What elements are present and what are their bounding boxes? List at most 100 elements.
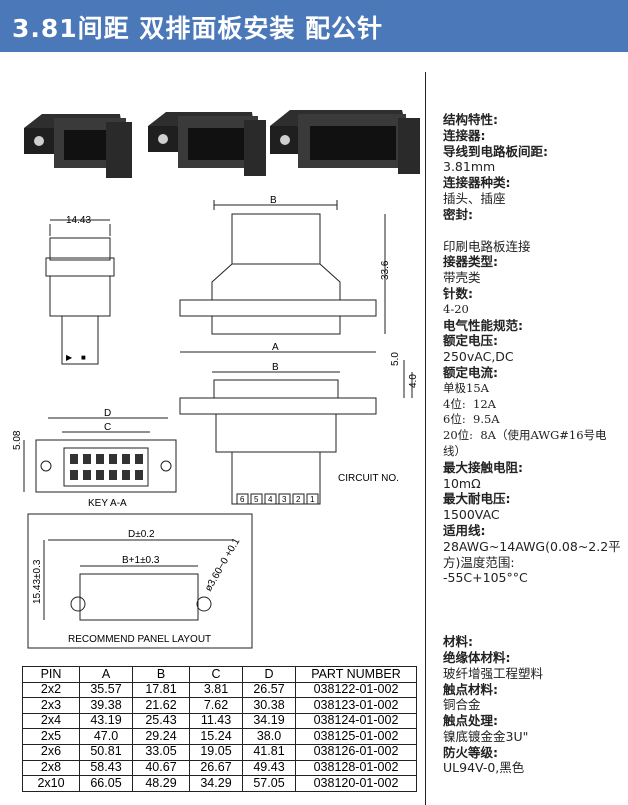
table-cell: 47.0 — [79, 728, 133, 745]
panel-dim-b: B+1±0.3 — [122, 555, 160, 566]
spec-spacer — [443, 602, 623, 618]
circuit-number: 5 — [254, 495, 259, 504]
table-header: C — [189, 666, 243, 683]
spec-heading: 额定电流: — [443, 364, 498, 380]
spec-heading: 触点材料: — [443, 681, 498, 697]
dim-5-08: 5.08 — [12, 430, 23, 450]
spec-value: 6位: 9.5A — [443, 412, 500, 427]
dim-c: C — [104, 422, 111, 433]
table-cell: 34.19 — [242, 712, 296, 730]
table-cell: 49.43 — [242, 759, 296, 777]
table-cell: 21.62 — [132, 697, 190, 714]
spec-heading: 防火等级: — [443, 744, 498, 760]
table-cell: 34.29 — [189, 775, 243, 792]
spec-value: 20位: 8A（使用AWG#16号电线） — [443, 428, 607, 458]
spec-value: 单极15A — [443, 380, 489, 395]
column-divider — [425, 72, 426, 805]
circuit-number: 2 — [296, 495, 301, 504]
table-cell: 41.81 — [242, 743, 296, 761]
circuit-number-boxes — [236, 493, 319, 505]
spec-heading: 结构特性: — [443, 112, 498, 127]
side-view — [45, 219, 115, 365]
table-cell: 038120-01-002 — [295, 775, 417, 792]
circuit-number: 1 — [310, 495, 315, 504]
dim-4-0: 4.0 — [408, 374, 419, 388]
table-cell: 3.81 — [189, 681, 243, 699]
table-cell: 2x2 — [22, 681, 80, 699]
spec-value: 印刷电路板连接 — [443, 238, 531, 254]
table-header: B — [132, 666, 190, 683]
circuit-number: 3 — [282, 495, 287, 504]
spec-value: 带壳类 — [443, 270, 481, 286]
connector-photo-medium — [148, 112, 266, 176]
spec-heading: 针数: — [443, 285, 473, 301]
panel-dim-d: D±0.2 — [128, 529, 155, 540]
table-cell: 66.05 — [79, 775, 133, 792]
panel-dim-hole: ø3.60−0 +0.1 — [203, 536, 242, 593]
circuit-label: CIRCUIT NO. — [338, 473, 399, 484]
table-cell: 43.19 — [79, 712, 133, 730]
table-header: PART NUMBER — [295, 666, 417, 683]
spec-value: 4位: 12A — [443, 396, 496, 411]
table-cell: 2x3 — [22, 697, 80, 714]
table-cell: 038123-01-002 — [295, 697, 417, 714]
table-cell: 2x8 — [22, 759, 80, 777]
spec-value: -55C+105°°C — [443, 570, 528, 586]
connector-photo-large — [270, 110, 420, 174]
table-cell: 11.43 — [189, 712, 243, 730]
table-cell: 57.05 — [242, 775, 296, 792]
spec-value: 插头、插座 — [443, 190, 506, 206]
table-cell: 35.57 — [79, 681, 133, 699]
front-view — [179, 200, 386, 335]
dim-5-0: 5.0 — [390, 352, 401, 366]
table-cell: 038122-01-002 — [295, 681, 417, 699]
table-cell: 40.67 — [132, 759, 190, 777]
table-cell: 48.29 — [132, 775, 190, 792]
circuit-number: 6 — [240, 495, 245, 504]
connector-photo-small — [24, 114, 132, 178]
table-cell: 25.43 — [132, 712, 190, 730]
panel-layout — [27, 513, 253, 649]
table-cell: 58.43 — [79, 759, 133, 777]
title-banner: 3.81间距 双排面板安装 配公针 — [0, 0, 628, 52]
table-cell: 038124-01-002 — [295, 712, 417, 730]
spec-value: 250vAC,DC — [443, 349, 514, 365]
table-header: PIN — [22, 666, 80, 683]
key-label: KEY A-A — [88, 498, 127, 509]
spec-heading: 接器类型: — [443, 254, 498, 270]
table-header-row: PIN A B C D PART NUMBER — [22, 666, 417, 683]
table-cell: 29.24 — [132, 728, 190, 745]
key-view — [23, 417, 177, 493]
spec-heading: 密封: — [443, 206, 473, 222]
spec-value: 玻纤增强工程塑料 — [443, 665, 544, 681]
table-cell: 2x6 — [22, 743, 80, 761]
table-cell: 19.05 — [189, 743, 243, 761]
table-header: D — [242, 666, 296, 683]
table-cell: 2x10 — [22, 775, 80, 792]
spec-value: 铜合金 — [443, 697, 481, 713]
circuit-number: 4 — [268, 495, 273, 504]
spec-heading: 额定电压: — [443, 333, 498, 349]
page-title: 3.81间距 双排面板安装 配公针 — [12, 14, 384, 43]
table-cell: 2x4 — [22, 712, 80, 730]
table-cell: 038128-01-002 — [295, 759, 417, 777]
dim-14-43: 14.43 — [66, 215, 91, 226]
connector-photos — [24, 110, 420, 178]
table-cell: 2x5 — [22, 728, 80, 745]
spec-heading: 电气性能规范: — [443, 317, 523, 333]
spec-value: 1500VAC — [443, 507, 500, 523]
spec-value: 28AWG~14AWG(0.08~2.2平方)温度范围: — [443, 538, 621, 570]
spec-spacer — [443, 586, 623, 602]
dim-b-top: B — [270, 195, 277, 206]
spec-value: UL94V-0,黑色 — [443, 760, 525, 776]
spec-heading: 导线到电路板间距: — [443, 143, 548, 159]
dim-33-6: 33.6 — [380, 260, 391, 280]
table-cell: 39.38 — [79, 697, 133, 714]
spec-heading: 最大耐电压: — [443, 491, 511, 507]
dim-d: D — [104, 408, 111, 419]
